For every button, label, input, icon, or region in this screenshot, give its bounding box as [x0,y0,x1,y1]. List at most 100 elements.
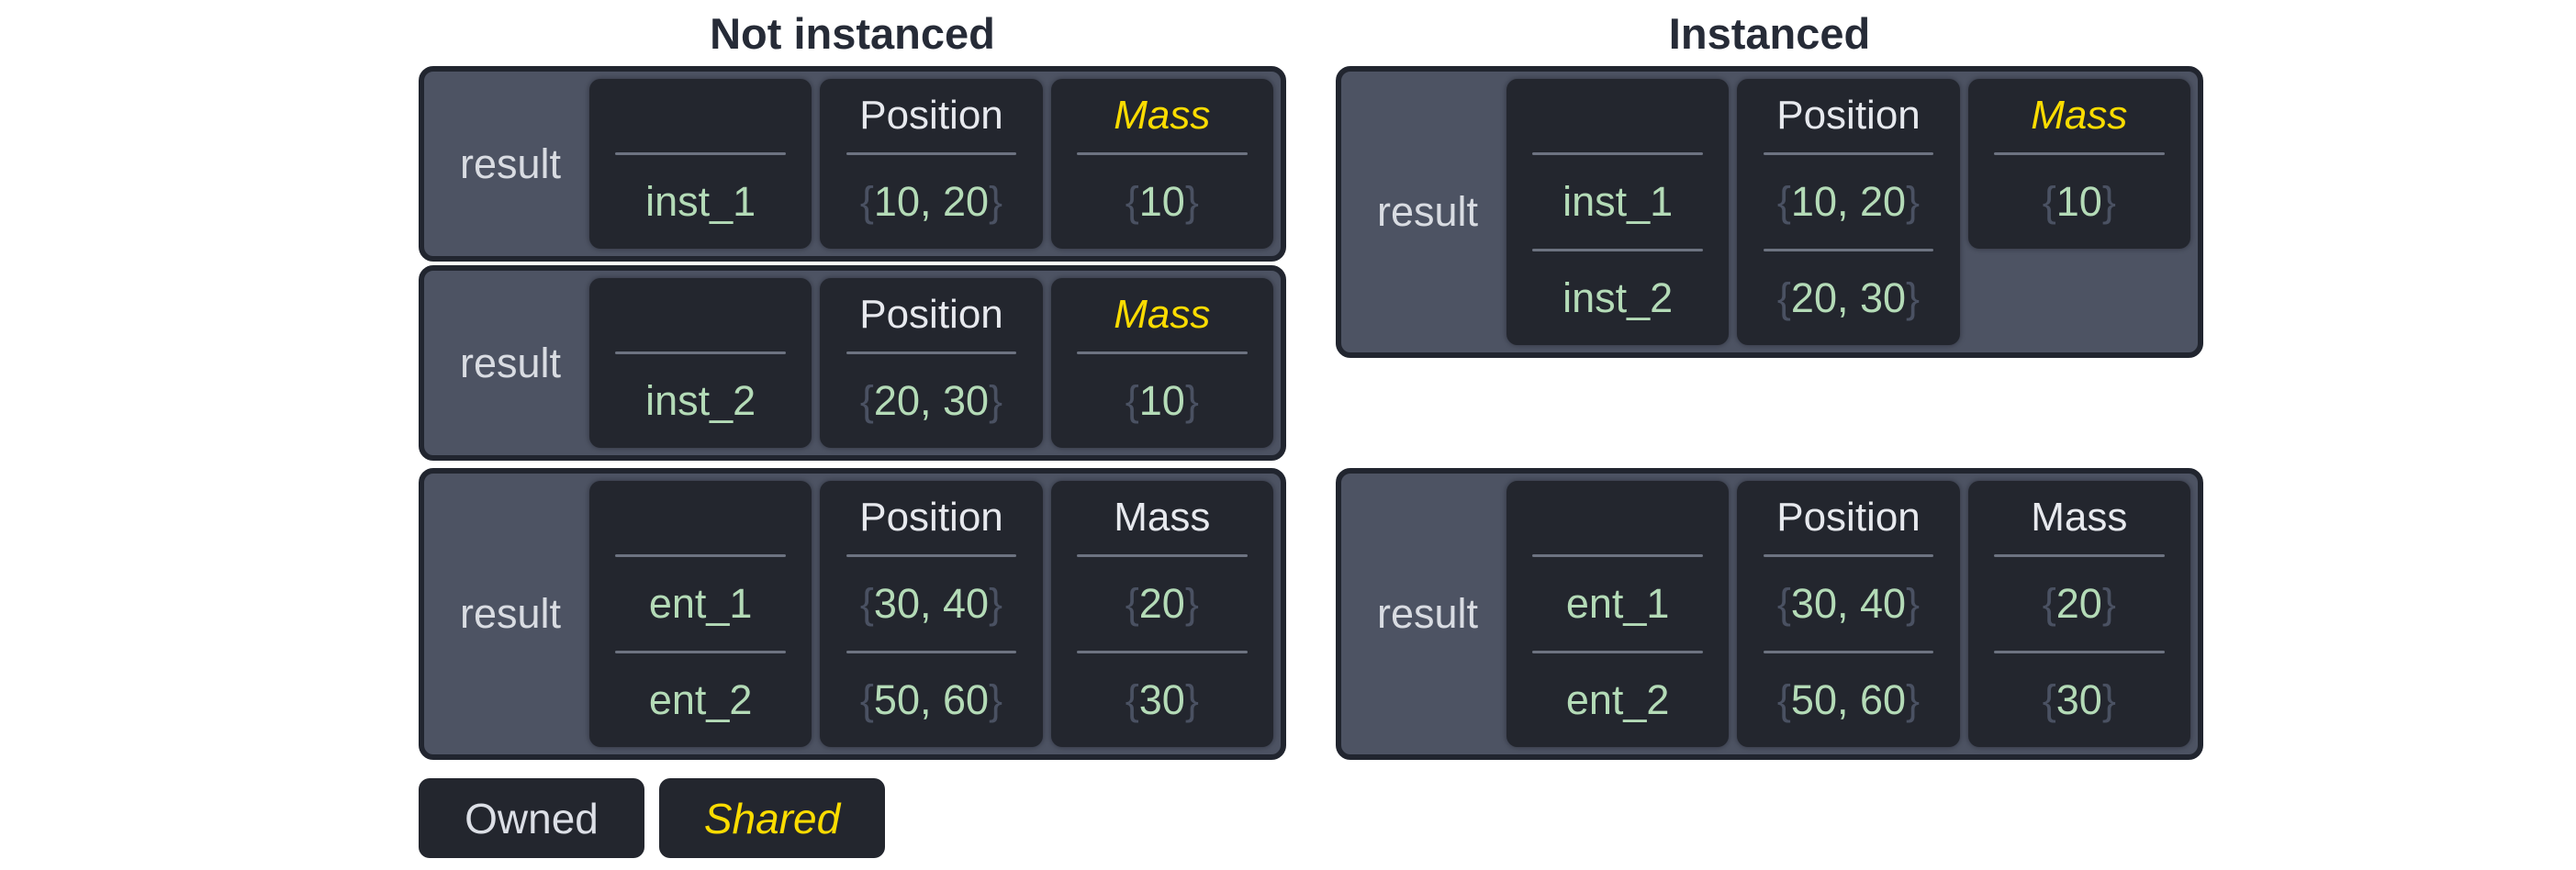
brace-close: } [1906,580,1921,627]
entity-name-text: inst_2 [645,377,756,424]
position-column: Position {30, 40} {50, 60} [1737,481,1960,747]
divider [1763,651,1934,653]
columns-container: inst_2 Position {20, 30} Mass {10} [589,278,1273,448]
divider [615,152,786,155]
position-value: {20, 30} [1744,251,1952,345]
divider [846,152,1017,155]
entity-column: inst_2 [589,278,812,448]
brace-close: } [989,377,1003,424]
entity-name: ent_1 [597,557,804,651]
mass-column-header: Mass [1114,93,1211,138]
brace-close: } [989,676,1003,723]
entity-column-header [1514,481,1721,554]
result-label: result [459,139,562,187]
divider [1532,554,1703,557]
result-label: result [459,339,562,386]
mass-column-header: Mass [2031,93,2128,138]
entity-name: inst_1 [1514,155,1721,249]
position-column-header: Position [1776,93,1921,138]
brace-open: { [1776,676,1791,723]
brace-open: { [2042,676,2056,723]
mass-value: {10} [1976,155,2183,249]
position-value: {10, 20} [827,155,1035,249]
divider [1994,554,2165,557]
mass-value: {20} [1058,557,1266,651]
mass-value: {30} [1976,653,2183,747]
brace-close: } [2101,676,2116,723]
table-not-instanced-entities: result ent_1 ent_2 Position {30, 40} {50… [419,468,1286,760]
mass-column-header: Mass [1114,292,1211,337]
columns-container: inst_1 Position {10, 20} Mass {10} [589,79,1273,249]
divider [615,554,786,557]
brace-close: } [1184,676,1199,723]
position-column-header: Position [859,495,1003,540]
left-column-title: Not instanced [710,9,995,58]
position-value-text: 50, 60 [873,676,990,723]
brace-open: { [1776,580,1791,627]
mass-value-text: 20 [2055,580,2102,627]
position-value-text: 30, 40 [1790,580,1907,627]
entity-column-header [1514,79,1721,152]
mass-column-header: Mass [1114,495,1211,540]
entity-name: ent_2 [1514,653,1721,747]
mass-value-text: 10 [1138,377,1185,424]
position-value: {10, 20} [1744,155,1952,249]
brace-open: { [1125,178,1139,225]
position-value-text: 10, 20 [1790,178,1907,225]
entity-name: inst_1 [597,155,804,249]
brace-open: { [1125,580,1139,627]
position-value-text: 50, 60 [1790,676,1907,723]
brace-open: { [1125,377,1139,424]
entity-column-header [597,481,804,554]
divider [1763,249,1934,251]
divider [615,651,786,653]
brace-close: } [1906,178,1921,225]
position-column-header: Position [1776,495,1921,540]
position-column-header: Position [859,93,1003,138]
position-column: Position {10, 20} {20, 30} [1737,79,1960,345]
brace-open: { [1776,274,1791,321]
position-value: {30, 40} [827,557,1035,651]
position-value: {50, 60} [1744,653,1952,747]
divider [1077,554,1248,557]
entity-name-text: inst_1 [1562,178,1674,225]
entity-column: inst_1 inst_2 [1506,79,1730,345]
result-label: result [459,590,562,637]
entity-column: ent_1 ent_2 [1506,481,1730,747]
entity-name-text: ent_1 [648,580,753,627]
brace-close: } [989,178,1003,225]
entity-name: inst_2 [597,354,804,448]
entity-name-text: ent_2 [648,676,753,723]
entity-column-header [597,278,804,351]
mass-value: {20} [1976,557,2183,651]
columns-container: ent_1 ent_2 Position {30, 40} {50, 60} M… [1506,481,2190,747]
brace-close: } [2101,580,2116,627]
brace-open: { [2042,178,2056,225]
mass-value-text: 30 [2055,676,2102,723]
mass-column-header: Mass [2031,495,2128,540]
mass-column-shared-single: Mass {10} [1967,79,2190,249]
position-column: Position {10, 20} [820,79,1043,249]
position-value: {20, 30} [827,354,1035,448]
legend-owned-label: Owned [465,794,599,842]
position-column-header: Position [859,292,1003,337]
entity-name-text: ent_1 [1565,580,1670,627]
mass-column: Mass {20} {30} [1967,481,2190,747]
brace-close: } [1906,274,1921,321]
position-column: Position {20, 30} [820,278,1043,448]
table-instanced-entities: result ent_1 ent_2 Position {30, 40} {50… [1336,468,2203,760]
divider [1532,152,1703,155]
entity-name: inst_2 [1514,251,1721,345]
entity-name-text: ent_2 [1565,676,1670,723]
brace-open: { [859,580,874,627]
result-label: result [1376,188,1479,235]
legend-owned: Owned [419,778,644,858]
brace-close: } [1184,580,1199,627]
divider [1077,351,1248,354]
table-not-instanced-inst1: result inst_1 Position {10, 20} Mass {10… [419,66,1286,262]
divider [615,351,786,354]
columns-container: inst_1 inst_2 Position {10, 20} {20, 30}… [1506,79,2190,345]
brace-close: } [1184,377,1199,424]
entity-name-text: inst_2 [1562,274,1674,321]
